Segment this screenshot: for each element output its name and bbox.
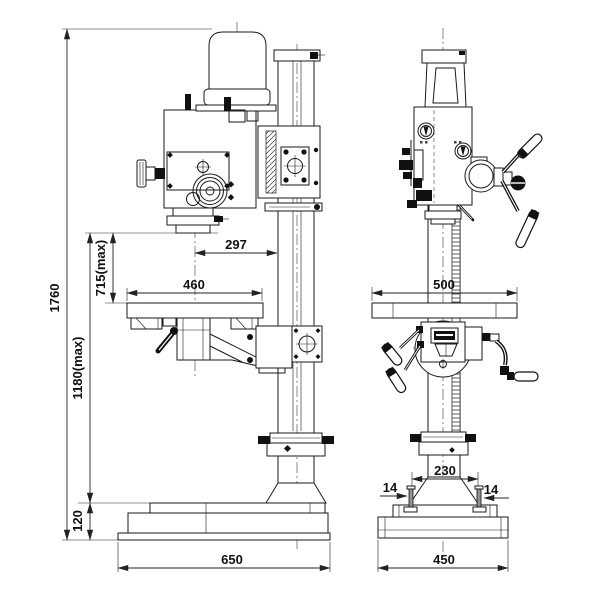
column-collar-side: [258, 432, 334, 457]
crank-handle-grip: [513, 371, 539, 382]
head-panel: [166, 151, 230, 191]
capstan-spoke-lower: [500, 180, 540, 249]
table-column-clamp: [255, 325, 293, 369]
dim-bolt-width-right: 14: [484, 482, 499, 497]
gear-head-side: [163, 109, 257, 209]
dim-throat-distance: 297: [225, 237, 247, 252]
table-bracket-block: [176, 317, 211, 361]
speed-dial-upper: [417, 122, 435, 144]
dim-bolt-width-left: 14: [383, 480, 398, 495]
feed-handwheel-side: [136, 159, 165, 188]
anchor-bolt-left: [403, 485, 418, 513]
table-top-side: [126, 302, 264, 319]
anchor-bolt-right: [472, 485, 487, 513]
dim-base-width: 450: [433, 552, 455, 567]
table-front: [371, 302, 518, 319]
speed-dial-lower: [454, 141, 472, 160]
base-side: [117, 502, 331, 541]
base-front: [377, 504, 509, 539]
table-lock-lever-lower: [385, 345, 422, 394]
table-top-front: [371, 302, 518, 319]
dim-table-depth: 500: [433, 277, 455, 292]
side-view: [117, 22, 334, 552]
spindle-quill-side: [166, 207, 229, 234]
dim-bolt-spacing: 230: [434, 463, 456, 478]
capstan-knob: [510, 175, 526, 191]
dimensions: 1760 1180(max) 715(max) 120 297 460 650 …: [47, 28, 518, 572]
dim-total-height: 1760: [47, 284, 62, 313]
feed-handwheel-front: [464, 133, 543, 249]
dim-spindle-to-base: 1180(max): [70, 337, 85, 400]
table-side: [126, 302, 323, 374]
dim-spindle-to-table: 715(max): [93, 240, 108, 296]
capstan-spoke-upper: [501, 133, 543, 174]
motor-cover-front: [421, 49, 467, 108]
dim-base-length: 650: [221, 552, 243, 567]
head-column-bracket: [257, 125, 323, 212]
dim-table-width: 460: [183, 277, 205, 292]
table-lock-lever-upper: [380, 328, 420, 366]
table-bracket-front: [380, 320, 539, 394]
front-view: [371, 28, 543, 558]
column-rack: [451, 204, 461, 434]
table-elevation-crank: [482, 333, 539, 382]
gear-head-front: [399, 106, 473, 208]
motor-mount-plate: [195, 104, 277, 112]
column-collar-front: [410, 431, 476, 456]
dim-base-height: 120: [70, 510, 85, 532]
table-clamp-lever: [155, 327, 178, 354]
column-cap: [273, 49, 321, 62]
head-housing: [163, 109, 257, 209]
motor-side: [185, 31, 277, 123]
depth-stop: [399, 140, 432, 208]
column-foot-side: [265, 482, 327, 504]
